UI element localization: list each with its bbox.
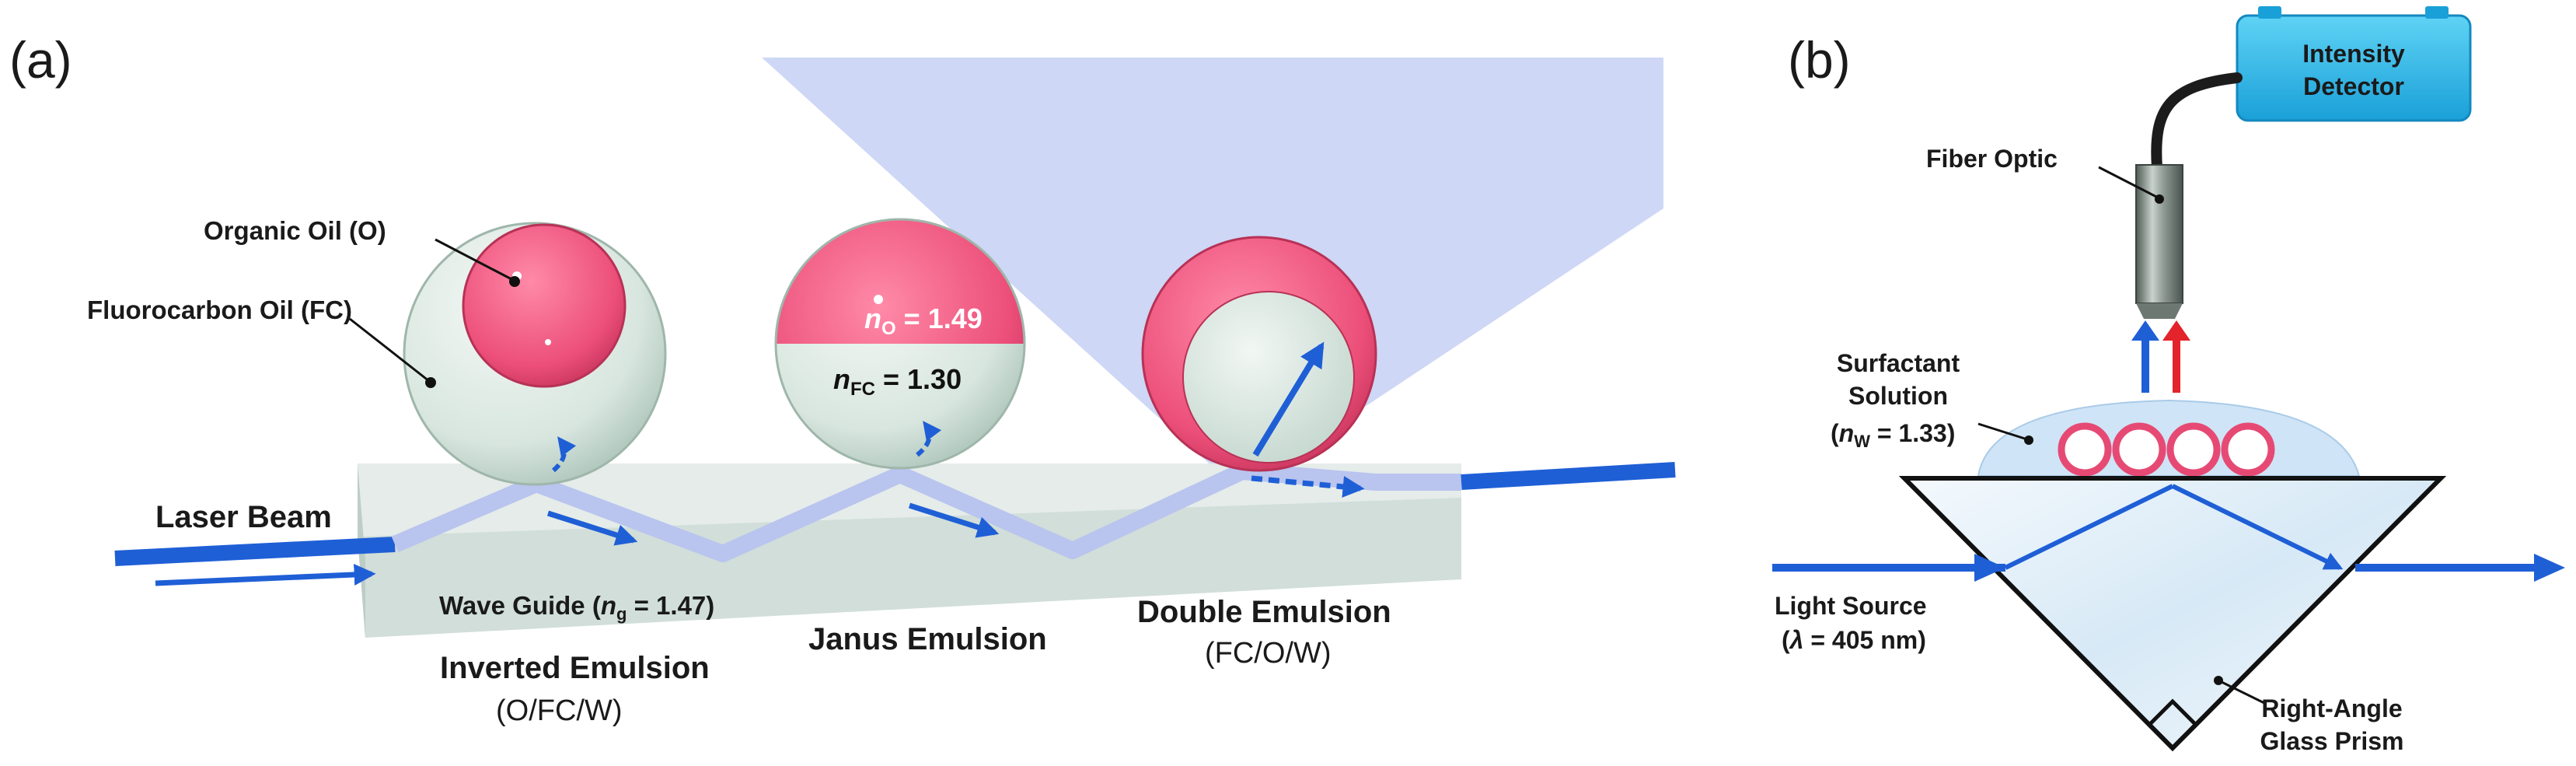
janus-emulsion-title: Janus Emulsion [808,622,1047,656]
fluorocarbon-oil-label: Fluorocarbon Oil (FC) [87,296,352,324]
double-emulsion-sub: (FC/O/W) [1205,637,1332,670]
leader-fiber-optic [2098,166,2159,199]
organic-oil-label: Organic Oil (O) [204,216,386,245]
leader-dot [509,276,520,287]
inverted-emulsion-sub: (O/FC/W) [496,694,623,727]
guide-arrow-2 [908,502,1000,538]
leader-surfactant [1977,422,2028,441]
light-out-head [2534,554,2565,582]
signal-arrow-blue-head [2131,320,2159,341]
inverted-emulsion-title: Inverted Emulsion [440,651,710,685]
signal-arrow-red-head [2162,320,2190,341]
droplet-row [2058,422,2275,477]
fiber-cable [2151,72,2243,173]
reflection-arrow-2 [916,421,942,457]
droplet [2112,422,2166,477]
wavelength-label: (λ = 405 nm) [1782,626,1926,654]
n-fc-label: nFC = 1.30 [833,363,962,400]
waveguide-label: Wave Guide (ng = 1.47) [439,591,714,624]
laser-beam-label: Laser Beam [155,500,332,534]
leader-fluorocarbon-oil [349,317,430,383]
light-in-head [1974,554,2005,582]
droplet [2166,422,2221,477]
light-reflected-down [2171,484,2344,570]
guide-arrow-1 [546,510,638,546]
right-angle-marker [2148,698,2197,726]
surfactant-solution-drop [1977,399,2361,477]
detector-knob [2425,6,2449,19]
guide-arrow-3 [1251,475,1365,498]
highlight [874,295,883,304]
leader-dot [425,377,436,388]
leader-organic-oil [435,238,514,282]
leader-dot [2214,676,2223,685]
fiber-optic-body [2135,164,2183,304]
laser-beam-in [114,537,396,566]
intensity-detector-box [2236,14,2472,122]
double-emulsion-core [1182,291,1355,463]
leader-prism [2219,680,2267,705]
double-emulsion-title: Double Emulsion [1137,595,1391,629]
highlight [545,339,551,345]
detector-knob [2258,6,2281,19]
droplet [2058,422,2112,477]
right-angle-glass-prism [1898,476,2447,752]
fiber-optic-tip [2136,303,2183,319]
light-refracted-up [2004,484,2174,570]
janus-upper-half [776,219,1024,344]
fiber-optic-label: Fiber Optic [1926,145,2058,173]
reflection-arrow-1 [551,436,577,473]
light-source-label: Light Source [1775,592,1927,620]
janus-outline [774,218,1026,470]
n-o-label: nO = 1.49 [864,303,983,339]
panel-b-tag: (b) [1788,31,1851,89]
panel-a-tag: (a) [9,31,72,89]
janus-lower-half [776,344,1024,468]
n-w-label: (nW = 1.33) [1831,419,1955,451]
refraction-arrow [1252,341,1325,457]
laser-arrow-front [155,563,376,586]
inverted-emulsion-core [462,223,627,388]
droplet [2221,422,2275,477]
laser-beam-out [1461,462,1676,490]
leader-dot [2024,435,2033,445]
